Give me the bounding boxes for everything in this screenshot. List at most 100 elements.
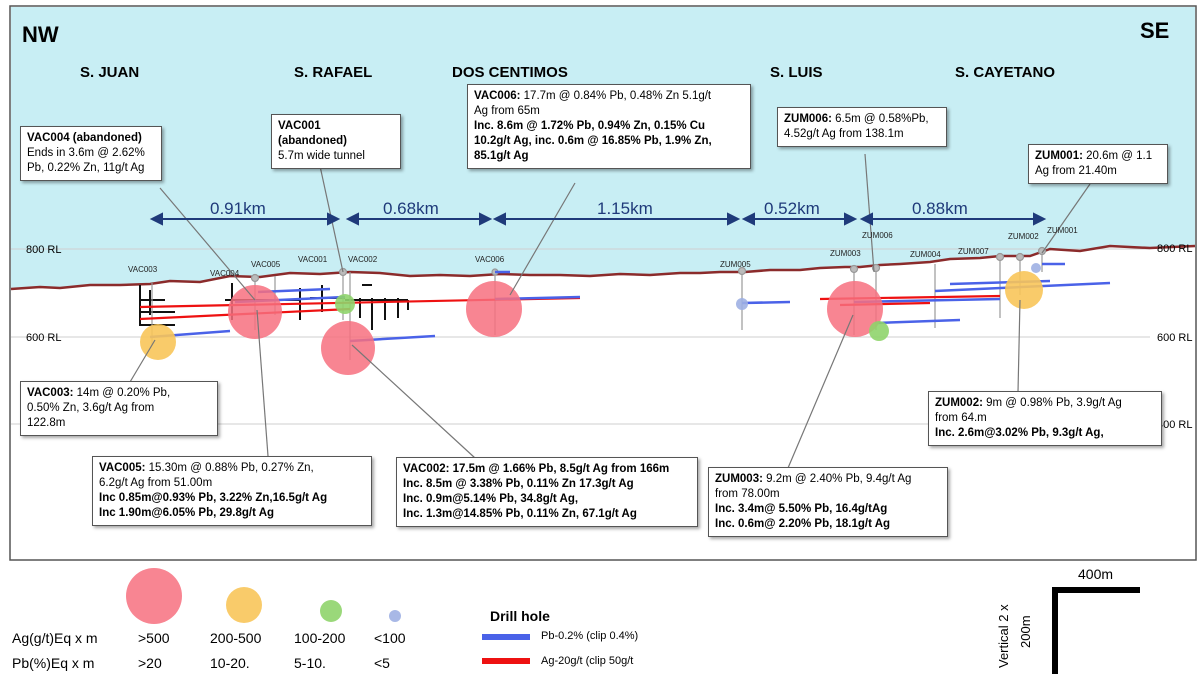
legend-ag-label: Ag(g/t)Eq x m [12, 630, 98, 646]
callout-line: Ag from 65m [474, 105, 540, 117]
legend-class-ag: 200-500 [210, 630, 262, 646]
distance-label: 0.88km [912, 199, 968, 218]
callout-bold-line: Inc. 3.4m@ 5.50% Pb, 16.4g/tAg [715, 503, 888, 515]
hole-label: ZUM002 [1008, 232, 1039, 241]
callout-head: ZUM002: [935, 397, 983, 409]
callout-bold-line: Inc 1.90m@6.05% Pb, 29.8g/t Ag [99, 507, 275, 519]
topography-line [10, 244, 1196, 291]
callout-line: 5.7m wide tunnel [278, 150, 365, 162]
distance-arrows [149, 212, 1047, 226]
legend-pb-swatch [482, 634, 530, 640]
callout-zum003: ZUM003: 9.2m @ 2.40% Pb, 9.4g/t Ag from … [708, 467, 948, 537]
rl-label: 600 RL [1157, 332, 1192, 344]
hole-label: ZUM004 [910, 250, 941, 259]
callout-zum002: ZUM002: 9m @ 0.98% Pb, 3.9g/t Ag from 64… [928, 391, 1162, 446]
rl-label: 400 RL [1157, 419, 1192, 431]
legend-class-pb: 10-20. [210, 655, 250, 671]
hole-label: VAC001 [298, 255, 328, 264]
legend-class-pb: 5-10. [294, 655, 326, 671]
callout-head: (abandoned) [278, 135, 347, 147]
scale-horizontal-label: 400m [1078, 566, 1114, 582]
callout-zum006: ZUM006: 6.5m @ 0.58%Pb, 4.52g/t Ag from … [777, 107, 947, 147]
hole-label: VAC002 [348, 255, 378, 264]
orientation-se: SE [1140, 18, 1169, 43]
zone-label: S. LUIS [770, 64, 823, 81]
callout-line: 122.8m [27, 417, 66, 429]
orientation-nw: NW [22, 22, 59, 47]
hole-label: ZUM005 [720, 260, 751, 269]
zone-label: S. RAFAEL [294, 64, 372, 81]
legend-bubble-large [126, 568, 182, 624]
distance-label: 0.52km [764, 199, 820, 218]
hole-label: VAC006 [475, 255, 505, 264]
callout-line: 9.2m @ 2.40% Pb, 9.4g/t Ag [762, 473, 912, 485]
callout-line: Ag from 21.40m [1035, 165, 1117, 177]
callout-zum001: ZUM001: 20.6m @ 1.1 Ag from 21.40m [1028, 144, 1168, 184]
legend-drill-item: Pb-0.2% (clip 0.4%) [541, 630, 639, 642]
rl-label: 600 RL [26, 332, 61, 344]
callout-bold-line: Inc. 1.3m@14.85% Pb, 0.11% Zn, 67.1g/t A… [403, 508, 637, 520]
hole-label: VAC004 [210, 269, 240, 278]
callout-line: 20.6m @ 1.1 [1082, 150, 1153, 162]
callout-line: 4.52g/t Ag from 138.1m [784, 128, 904, 140]
rl-label: 800 RL [26, 244, 61, 256]
legend-class-ag: <100 [374, 630, 406, 646]
callout-bold-line: Inc. 0.6m@ 2.20% Pb, 18.1g/t Ag [715, 518, 891, 530]
callout-vac004: VAC004 (abandoned) Ends in 3.6m @ 2.62% … [20, 126, 162, 181]
callout-bold-line: Inc. 8.6m @ 1.72% Pb, 0.94% Zn, 0.15% Cu [474, 120, 706, 132]
callout-head: VAC002: 17.5m @ 1.66% Pb, 8.5g/t Ag from… [403, 463, 670, 475]
callout-line: 15.30m @ 0.88% Pb, 0.27% Zn, [145, 462, 314, 474]
legend-bubble-tiny [389, 610, 401, 622]
callout-head: ZUM003: [715, 473, 763, 485]
callout-bold-line: Inc 0.85m@0.93% Pb, 3.22% Zn,16.5g/t Ag [99, 492, 328, 504]
grade-bubbles [140, 263, 1043, 375]
callout-head: VAC006: [474, 90, 521, 102]
legend-ag-swatch [482, 658, 530, 664]
legend-drill-item: Ag-20g/t (clip 50g/t [541, 655, 634, 667]
callout-line: Ends in 3.6m @ 2.62% [27, 147, 145, 159]
callout-line: Pb, 0.22% Zn, 11g/t Ag [27, 162, 145, 174]
hole-label: VAC003 [128, 265, 158, 274]
callout-head: VAC004 (abandoned) [27, 132, 142, 144]
zone-label: DOS CENTIMOS [452, 64, 568, 81]
callout-vac006: VAC006: 17.7m @ 0.84% Pb, 0.48% Zn 5.1g/… [467, 84, 751, 169]
callout-head: VAC005: [99, 462, 146, 474]
zone-label: S. CAYETANO [955, 64, 1055, 81]
distance-label: 0.68km [383, 199, 439, 218]
callout-head: ZUM006: [784, 113, 832, 125]
callout-bold-line: Inc. 2.6m@3.02% Pb, 9.3g/t Ag, [935, 427, 1104, 439]
callout-head: VAC003: [27, 387, 74, 399]
distance-label: 1.15km [597, 199, 653, 218]
scale-vertical-label: 200m [1018, 615, 1033, 648]
legend-drill-title: Drill hole [490, 608, 550, 624]
legend-class-ag: >500 [138, 630, 170, 646]
hole-label: ZUM007 [958, 247, 989, 256]
zone-label: S. JUAN [80, 64, 139, 81]
callout-vac005: VAC005: 15.30m @ 0.88% Pb, 0.27% Zn, 6.2… [92, 456, 372, 526]
callout-head: ZUM001: [1035, 150, 1083, 162]
callout-bold-line: 10.2g/t Ag, inc. 0.6m @ 16.85% Pb, 1.9% … [474, 135, 712, 147]
legend-class-pb: <5 [374, 655, 390, 671]
callout-line: 6.2g/t Ag from 51.00m [99, 477, 213, 489]
legend-bubble-small [320, 600, 342, 622]
callout-vac003: VAC003: 14m @ 0.20% Pb, 0.50% Zn, 3.6g/t… [20, 381, 218, 436]
callout-line: 14m @ 0.20% Pb, [73, 387, 171, 399]
callout-leaders [129, 153, 1091, 469]
callout-head: VAC001 [278, 120, 321, 132]
distance-label: 0.91km [210, 199, 266, 218]
callout-line: from 78.00m [715, 488, 780, 500]
drill-hole-labels: VAC003 VAC004 VAC005 VAC001 VAC002 VAC00… [128, 226, 1078, 278]
callout-bold-line: 85.1g/t Ag [474, 150, 529, 162]
callout-line: from 64.m [935, 412, 987, 424]
callout-vac002: VAC002: 17.5m @ 1.66% Pb, 8.5g/t Ag from… [396, 457, 698, 527]
callout-vac001: VAC001 (abandoned) 5.7m wide tunnel [271, 114, 401, 169]
hole-label: ZUM003 [830, 249, 861, 258]
vertical-exaggeration-label: Vertical 2 x [996, 604, 1011, 668]
callout-line: 6.5m @ 0.58%Pb, [831, 113, 929, 125]
callout-line: 9m @ 0.98% Pb, 3.9g/t Ag [982, 397, 1122, 409]
legend-class-pb: >20 [138, 655, 162, 671]
callout-bold-line: Inc. 8.5m @ 3.38% Pb, 0.11% Zn 17.3g/t A… [403, 478, 634, 490]
callout-bold-line: Inc. 0.9m@5.14% Pb, 34.8g/t Ag, [403, 493, 579, 505]
scale-bar [1052, 587, 1140, 674]
legend-bubble-medium [226, 587, 262, 623]
